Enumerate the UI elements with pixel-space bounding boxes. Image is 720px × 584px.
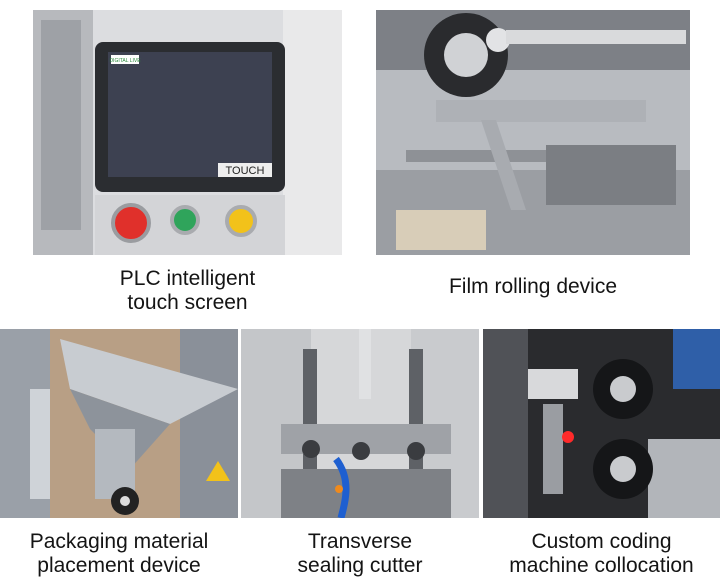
packaging-funnel-illustration: [0, 329, 238, 518]
film-roller-illustration: [376, 10, 690, 255]
photo-plc-touch-screen: DIGITAL LIVE TOUCH: [33, 10, 342, 255]
caption-line: touch screen: [127, 291, 248, 314]
caption-line: Film rolling device: [448, 275, 618, 298]
photo-film-rolling-device: [376, 10, 690, 255]
photo-transverse-sealing-cutter: [241, 329, 479, 518]
caption-line: machine collocation: [509, 554, 694, 577]
laser-indicator: [562, 431, 574, 443]
caption-coding-machine: Custom coding machine collocation: [483, 530, 720, 578]
red-button: [111, 203, 151, 243]
caption-film-rolling-device: Film rolling device: [376, 275, 690, 299]
funnel: [60, 339, 238, 424]
caption-packaging-placement-device: Packaging material placement device: [0, 530, 238, 578]
touch-screen-display: [108, 52, 272, 177]
caption-plc-touch-screen: PLC intelligent touch screen: [33, 267, 342, 315]
green-button: [170, 205, 200, 235]
caption-line: PLC intelligent: [119, 267, 256, 290]
roller-frame: [546, 145, 676, 205]
yellow-button: [225, 205, 257, 237]
photo-packaging-placement-device: [0, 329, 238, 518]
screen-touch-label: TOUCH: [226, 165, 265, 177]
plc-panel-illustration: DIGITAL LIVE TOUCH: [33, 10, 342, 255]
photo-coding-machine: [483, 329, 720, 518]
sealing-cutter-illustration: [241, 329, 479, 518]
caption-line: Packaging material: [29, 530, 209, 553]
caption-transverse-sealing-cutter: Transverse sealing cutter: [241, 530, 479, 578]
caption-line: placement device: [37, 554, 201, 577]
coding-machine-illustration: [483, 329, 720, 518]
screen-badge: DIGITAL LIVE: [109, 58, 141, 64]
caption-line: sealing cutter: [297, 554, 423, 577]
caption-line: Transverse: [307, 530, 413, 553]
caption-line: Custom coding: [531, 530, 672, 553]
